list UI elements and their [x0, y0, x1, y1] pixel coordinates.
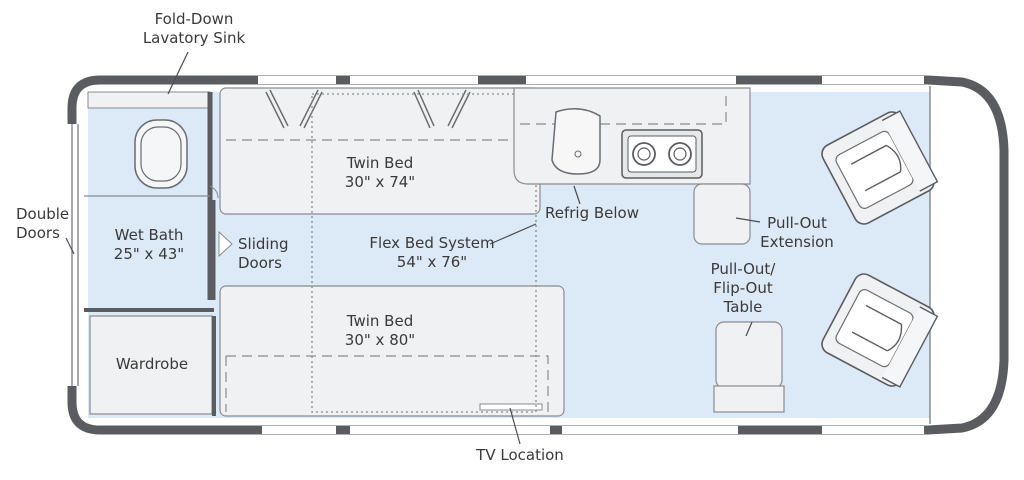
- passenger-seat: [821, 110, 939, 225]
- driver-seat: [821, 273, 939, 388]
- flex-bed-outline: [311, 93, 537, 413]
- bottom-windows: [262, 426, 924, 434]
- tv-location-mark: [479, 403, 543, 411]
- pull-out-extension: [693, 183, 751, 245]
- twin-bed-top: [219, 87, 541, 215]
- top-windows: [258, 76, 924, 84]
- wet-bath: [84, 91, 219, 312]
- flip-out-table: [713, 321, 785, 413]
- label-tv-location: TV Location: [476, 446, 564, 464]
- label-wardrobe: Wardrobe: [115, 355, 189, 373]
- cab-area: [930, 90, 996, 420]
- label-refrig: Refrig Below: [544, 204, 639, 222]
- leader-lines: [65, 51, 761, 445]
- twin-bed-bottom: [219, 285, 565, 417]
- sliding-door-marker: [212, 200, 233, 300]
- wardrobe: [89, 315, 213, 415]
- outer-wall: [67, 75, 1009, 435]
- galley: [513, 87, 751, 185]
